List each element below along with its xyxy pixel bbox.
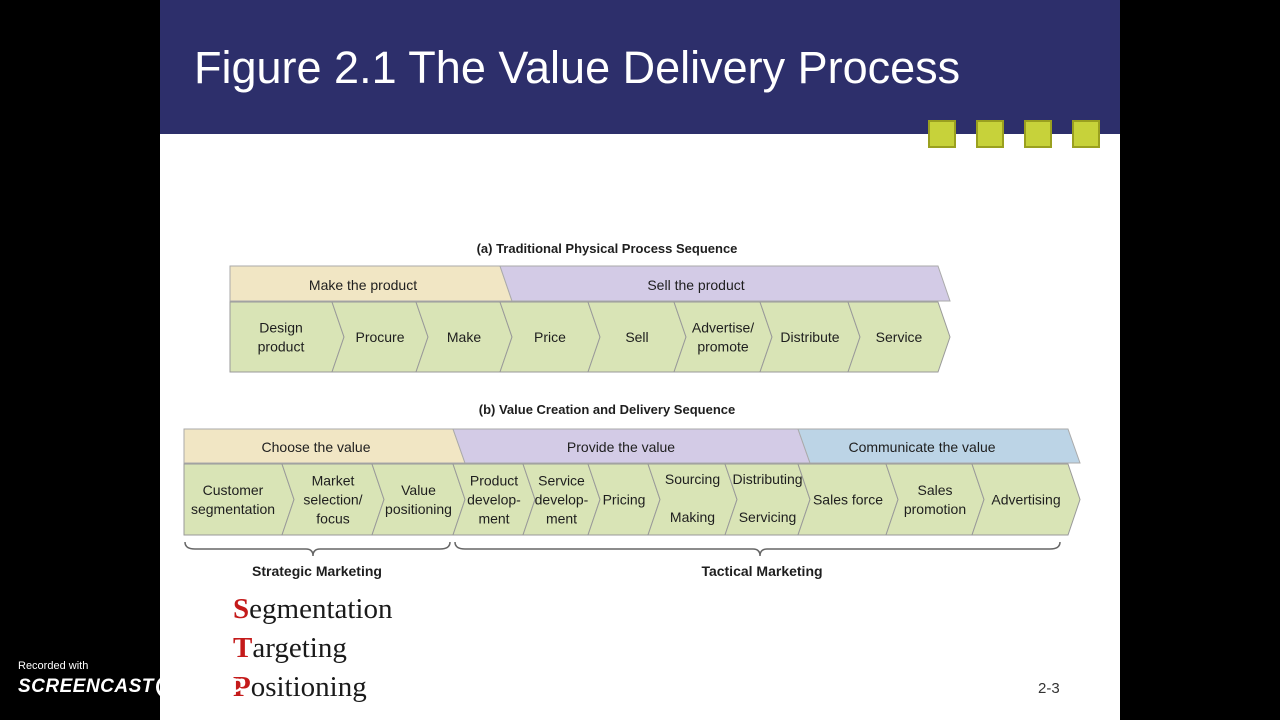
band-label: Communicate the value (848, 439, 995, 455)
step-label: Advertising (991, 492, 1060, 508)
step-label: promotion (904, 501, 966, 517)
stp-rest: egmentation (249, 593, 393, 625)
traditional-section-title: (a) Traditional Physical Process Sequenc… (477, 241, 738, 256)
tactical-marketing-label: Tactical Marketing (701, 563, 822, 579)
slide-title: Figure 2.1 The Value Delivery Process (194, 42, 961, 93)
record-icon (155, 675, 180, 699)
stp-rest: argeting (252, 632, 347, 664)
slide: Figure 2.1 The Value Delivery Process (a… (160, 0, 1120, 720)
step-label: develop- (467, 492, 521, 508)
step-label: positioning (385, 501, 452, 517)
step-label: Make (447, 329, 481, 345)
traditional-steps: Design product Procure Make Price Sell Adverti… (229, 301, 951, 373)
step-label: Service (876, 329, 923, 345)
process-step (183, 463, 295, 536)
step-label: Value (401, 482, 436, 498)
decorative-square (976, 120, 1004, 148)
band-sell-the-product (499, 265, 951, 302)
value-delivery-diagram: (a) Traditional Physical Process Sequenc… (183, 241, 1081, 579)
value-creation-section-title: (b) Value Creation and Delivery Sequence (479, 402, 735, 417)
process-step (885, 463, 985, 536)
step-label: Customer (203, 482, 264, 498)
process-step (673, 301, 773, 373)
band-label: Sell the product (647, 277, 744, 293)
watermark-brand-right: MATIC (181, 676, 244, 697)
step-label: ment (478, 511, 509, 527)
stp-positioning: Positioning (233, 668, 392, 707)
strategic-bracket (184, 541, 451, 557)
watermark-caption: Recorded with (18, 660, 89, 672)
band-label: Make the product (309, 277, 417, 293)
step-label: Price (534, 329, 566, 345)
step-label: ment (546, 511, 577, 527)
step-label: Making (670, 509, 715, 525)
decorative-square (928, 120, 956, 148)
step-label: Sales force (813, 492, 883, 508)
stp-list: Segmentation Targeting Positioning (233, 590, 392, 707)
step-label: Design (259, 320, 303, 336)
step-label: Pricing (603, 492, 646, 508)
stp-rest: ositioning (250, 671, 367, 703)
stp-initial: P (233, 671, 251, 703)
step-label: Advertise/ (692, 320, 754, 336)
band-label: Choose the value (262, 439, 371, 455)
step-label: Distributing (732, 471, 802, 487)
step-label: Service (538, 473, 585, 489)
band-communicate-the-value (797, 428, 1081, 464)
tactical-bracket (454, 541, 1061, 557)
value-creation-steps: Customer segmentation Market selection/focu… (183, 463, 1081, 536)
stp-initial: T (233, 632, 253, 664)
title-bar: Figure 2.1 The Value Delivery Process (160, 0, 1120, 134)
screencast-watermark: Recorded with SCREENCAST MATIC (18, 660, 243, 699)
process-step (371, 463, 466, 536)
step-label: focus (316, 511, 349, 527)
step-label: Product (470, 473, 518, 489)
stp-initial: S (233, 593, 250, 625)
page-number: 2-3 (1038, 680, 1060, 697)
step-label: Procure (355, 329, 404, 345)
step-label: Sourcing (665, 471, 720, 487)
step-label: product (258, 339, 305, 355)
process-step (971, 463, 1081, 536)
stp-segmentation: Segmentation (233, 590, 392, 629)
step-label: Distribute (780, 329, 839, 345)
step-label: promote (697, 339, 749, 355)
step-label: Market (312, 473, 355, 489)
process-step (847, 301, 951, 373)
process-step (229, 301, 345, 373)
decorative-square (1024, 120, 1052, 148)
step-label: Servicing (739, 509, 797, 525)
step-label: segmentation (191, 501, 275, 517)
watermark-brand: SCREENCAST MATIC (18, 675, 243, 699)
step-label: develop- (535, 492, 589, 508)
stp-targeting: Targeting (233, 629, 392, 668)
band-label: Provide the value (567, 439, 675, 455)
step-label: Sell (625, 329, 648, 345)
step-label: selection/ (303, 492, 362, 508)
decorative-square (1072, 120, 1100, 148)
watermark-brand-left: SCREENCAST (18, 676, 154, 697)
strategic-marketing-label: Strategic Marketing (252, 563, 382, 579)
step-label: Sales (917, 482, 952, 498)
